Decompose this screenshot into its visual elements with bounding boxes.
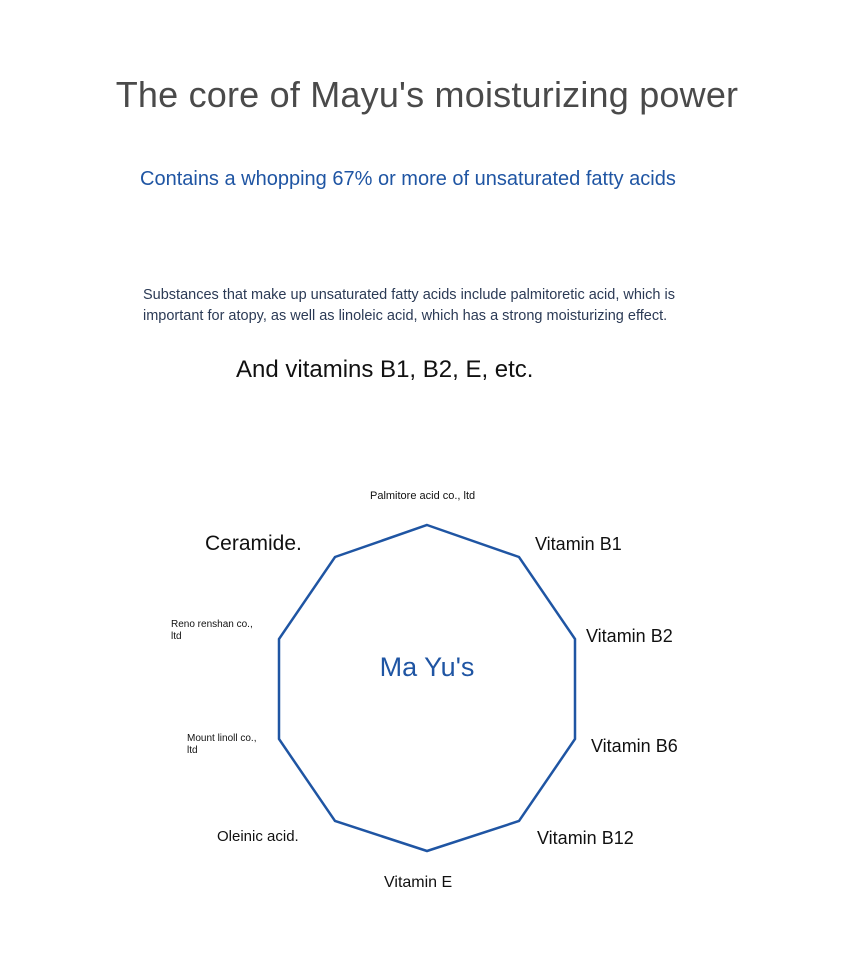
vitamins-line: And vitamins B1, B2, E, etc. (236, 356, 534, 383)
component-label-vitamin-e: Vitamin E (384, 874, 453, 891)
component-label-vitamin-b2: Vitamin B2 (586, 626, 673, 646)
center-label: Ma Yu's (379, 652, 475, 682)
component-label-reno-renshan: Reno renshan co., ltd (171, 619, 253, 642)
decagon-outline (277, 523, 577, 853)
component-label-oleinic-acid: Oleinic acid. (217, 828, 299, 845)
component-label-palmitore: Palmitore acid co., ltd (370, 490, 476, 502)
component-label-ceramide: Ceramide. (205, 532, 302, 555)
component-label-vitamin-b1: Vitamin B1 (535, 534, 622, 554)
page-title: The core of Mayu's moisturizing power (115, 74, 739, 115)
page-subtitle: Contains a whopping 67% or more of unsat… (140, 168, 676, 190)
description-paragraph: Substances that make up unsaturated fatt… (143, 287, 675, 324)
component-label-vitamin-b12: Vitamin B12 (537, 828, 634, 848)
component-label-vitamin-b6: Vitamin B6 (591, 736, 678, 756)
component-label-mount-linoll: Mount linoll co., ltd (187, 733, 257, 756)
